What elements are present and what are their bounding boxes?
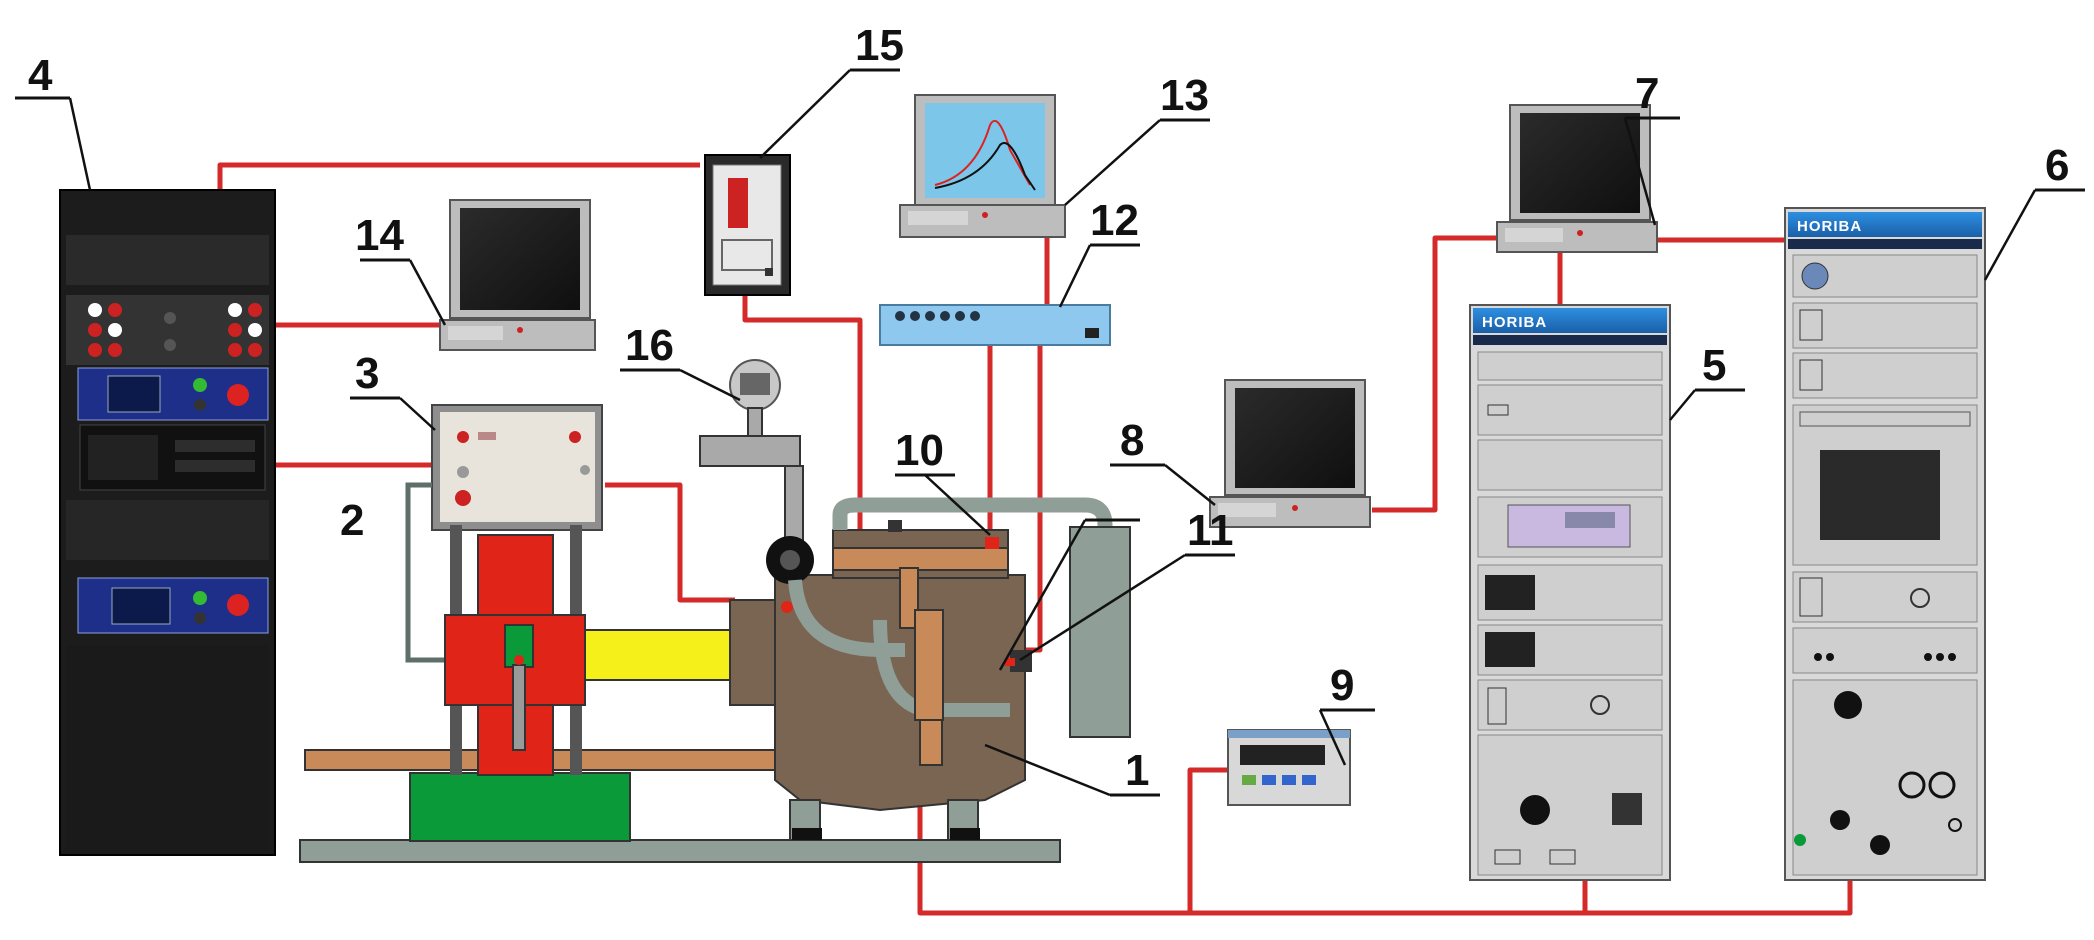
- label-5: 5: [1702, 341, 1726, 390]
- label-3: 3: [355, 349, 379, 398]
- leader-lines: [15, 68, 2085, 797]
- signal-wires: [217, 162, 1853, 916]
- horiba-analyzer-6: HORIBA: [1784, 207, 1986, 881]
- control-pc: [439, 199, 596, 351]
- fuel-measurement-box: [704, 154, 791, 296]
- label-6: 6: [2045, 141, 2069, 190]
- fuel-balance: [1227, 729, 1351, 806]
- charge-amplifier: [879, 304, 1111, 346]
- bench-floor-rail: [299, 839, 1061, 863]
- label-2: 2: [340, 496, 364, 545]
- label-7: 7: [1635, 69, 1659, 118]
- horiba-logo-5: HORIBA: [1482, 314, 1547, 331]
- callout-numbers: 4 15 13 14 12 16 3 8 10 11 2 5 7 6 1 9: [28, 21, 2069, 795]
- label-1: 1: [1125, 746, 1149, 795]
- label-9: 9: [1330, 661, 1354, 710]
- horiba-logo-6: HORIBA: [1797, 218, 1862, 235]
- label-10: 10: [895, 426, 944, 475]
- analyzer-control-pc: [1496, 104, 1658, 253]
- control-cabinet: [59, 189, 276, 856]
- horiba-analyzer-5: HORIBA: [1469, 304, 1671, 881]
- label-13: 13: [1160, 71, 1209, 120]
- label-4: 4: [28, 51, 53, 100]
- flow-meter-sensor: [699, 359, 804, 542]
- label-14: 14: [355, 211, 404, 260]
- label-15: 15: [855, 21, 904, 70]
- label-12: 12: [1090, 196, 1139, 245]
- label-11: 11: [1187, 506, 1234, 555]
- combustion-analysis-pc: [899, 94, 1066, 238]
- dynamometer: [444, 525, 731, 776]
- emission-pc: [1209, 379, 1371, 528]
- label-16: 16: [625, 321, 674, 370]
- engine: [729, 497, 1131, 841]
- label-8: 8: [1120, 416, 1144, 465]
- dyno-controller: [405, 404, 603, 663]
- dyno-base: [409, 772, 631, 842]
